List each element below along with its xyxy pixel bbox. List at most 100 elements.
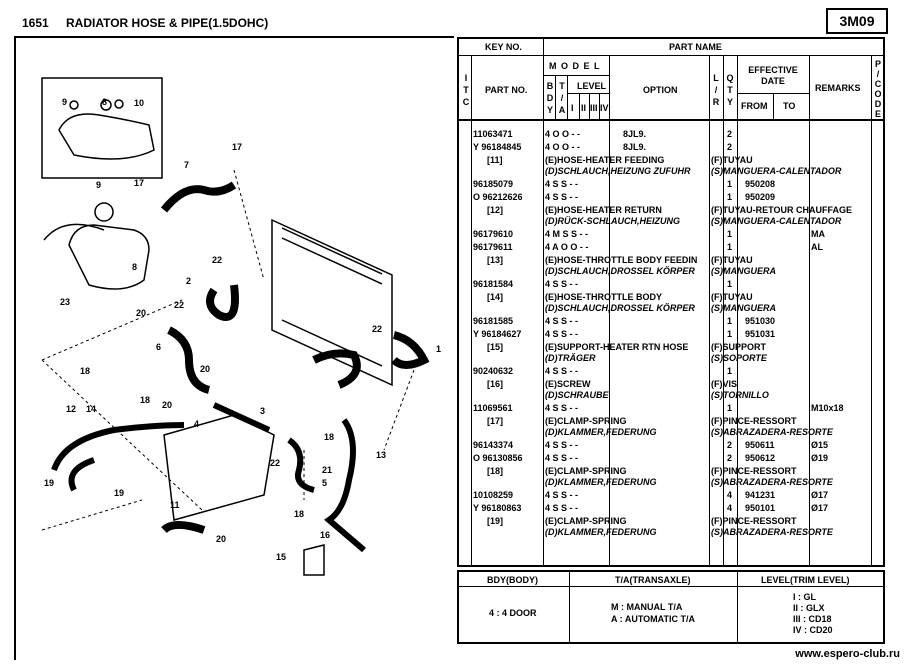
level-col-i: I — [571, 103, 574, 113]
part-name-english: (E)HOSE-THROTTLE BODY — [545, 292, 662, 302]
bdy-b: B — [546, 81, 554, 91]
effective-date-header: EFFECTIVE DATE — [748, 65, 798, 86]
callout-20c: 20 — [162, 400, 172, 410]
callout-16: 16 — [320, 530, 330, 540]
quantity: 2 — [727, 440, 733, 450]
qty-t: T — [727, 85, 733, 95]
part-number: O 96130856 — [473, 453, 523, 463]
model-codes: 4 M S S - - — [545, 229, 589, 239]
callout-18c: 18 — [324, 432, 334, 442]
option-code: 8JL9. — [623, 129, 647, 139]
quantity: 2 — [727, 142, 733, 152]
part-name-english: (E)CLAMP-SPRING — [545, 466, 627, 476]
qty-y: Y — [726, 97, 733, 107]
part-name-spanish: (S)MANGUERA-CALENTADOR — [711, 216, 842, 226]
callout-20b: 20 — [200, 364, 210, 374]
callout-15: 15 — [276, 552, 286, 562]
remarks: MA — [811, 229, 825, 239]
part-number: Y 96184627 — [473, 329, 522, 339]
legend-level-iii: III : CD18 — [793, 614, 832, 624]
part-number: 11069561 — [473, 403, 513, 413]
page-number: 1651 — [22, 16, 49, 30]
key-number: [18] — [487, 466, 504, 476]
level-col-ii: II — [581, 103, 587, 113]
part-name-english: (E)SUPPORT-HEATER RTN HOSE — [545, 342, 689, 352]
model-codes: 4 S S - - — [545, 192, 579, 202]
itc-i: I — [464, 73, 468, 83]
engine-block — [163, 414, 275, 521]
callout-8b: 8 — [132, 262, 137, 272]
pcode-5: D — [874, 99, 882, 109]
ta-t: T — [559, 81, 565, 91]
header-rule — [14, 36, 454, 38]
part-number: O 96212626 — [473, 192, 523, 202]
remarks: Ø15 — [811, 440, 829, 450]
key-number: [11] — [487, 155, 503, 165]
callout-5: 5 — [322, 478, 327, 488]
catalog-code: 3M09 — [826, 8, 888, 34]
part-number: 10108259 — [473, 490, 514, 500]
remarks: AL — [811, 242, 823, 252]
callout-23: 23 — [60, 297, 70, 307]
callout-4: 4 — [194, 419, 199, 429]
part-name-french: (F)PINCE-RESSORT — [711, 416, 797, 426]
part-name-french: (F)PINCE-RESSORT — [711, 466, 797, 476]
callout-19a: 19 — [44, 478, 54, 488]
callout-7: 7 — [184, 160, 189, 170]
callout-2: 2 — [186, 276, 191, 286]
quantity: 1 — [727, 403, 733, 413]
quantity: 1 — [727, 179, 733, 189]
part-name-english: (E)HOSE-HEATER FEEDING — [545, 155, 665, 165]
legend-bdy-value: 4 : 4 DOOR — [489, 608, 537, 618]
level-header: LEVEL — [577, 81, 607, 91]
quantity: 4 — [727, 490, 733, 500]
model-codes: 4 O O - - — [545, 142, 581, 152]
part-name-spanish: (S)MANGUERA — [711, 266, 776, 276]
part-name-spanish: (S)MANGUERA — [711, 303, 776, 313]
callout-18d: 18 — [294, 509, 304, 519]
pcode-4: O — [874, 89, 882, 99]
quantity: 1 — [727, 279, 733, 289]
hose-5 — [287, 437, 315, 493]
part-name-spanish: (S)ABRAZADERA-RESORTE — [711, 427, 833, 437]
part-number: 96179611 — [473, 242, 513, 252]
part-no-header: PART NO. — [485, 85, 528, 95]
hose-12 — [51, 422, 185, 492]
model-codes: 4 S S - - — [545, 490, 579, 500]
pcode-1: P — [874, 59, 881, 69]
part-name-german: (D)TRÄGER — [545, 353, 596, 363]
effective-from: 950611 — [745, 440, 775, 450]
callout-22d: 22 — [270, 458, 280, 468]
key-no-header: KEY NO. — [485, 42, 522, 52]
model-codes: 4 S S - - — [545, 279, 579, 289]
parts-table: KEY NO. PART NAME I T C PART NO. M O D E… — [457, 37, 885, 567]
legend-level-i: I : GL — [793, 592, 816, 602]
effective-from: 950612 — [745, 453, 776, 463]
part-number: 11063471 — [473, 129, 513, 139]
lr-slash: / — [714, 85, 718, 95]
part-name-french: (F)TUYAU — [711, 255, 753, 265]
model-codes: 4 A O O - - — [545, 242, 589, 252]
quantity: 1 — [727, 242, 733, 252]
hose-1 — [391, 331, 430, 369]
part-name-french: (F)TUYAU — [711, 155, 753, 165]
part-name-french: (F)TUYAU — [711, 292, 753, 302]
pcode-2: / — [876, 69, 880, 79]
key-number: [14] — [487, 292, 504, 302]
tank-cap — [94, 202, 114, 222]
quantity: 1 — [727, 192, 733, 202]
option-header: OPTION — [643, 85, 678, 95]
part-name-english: (E)HOSE-HEATER RETURN — [545, 205, 662, 215]
legend-box: BDY(BODY) T/A(TRANSAXLE) LEVEL(TRIM LEVE… — [457, 570, 885, 644]
callout-10: 10 — [134, 98, 144, 108]
bdy-d: D — [546, 93, 554, 103]
part-name-english: (E)CLAMP-SPRING — [545, 516, 627, 526]
reservoir-tank — [68, 224, 150, 290]
callout-3: 3 — [260, 406, 265, 416]
callout-18a: 18 — [80, 366, 90, 376]
part-name-french: (F)TUYAU-RETOUR CHAUFFAGE — [711, 205, 852, 215]
effective-from: 950209 — [745, 192, 776, 202]
pcode-3: C — [874, 79, 882, 89]
part-number: 96143374 — [473, 440, 514, 450]
effective-from: 951031 — [745, 329, 776, 339]
